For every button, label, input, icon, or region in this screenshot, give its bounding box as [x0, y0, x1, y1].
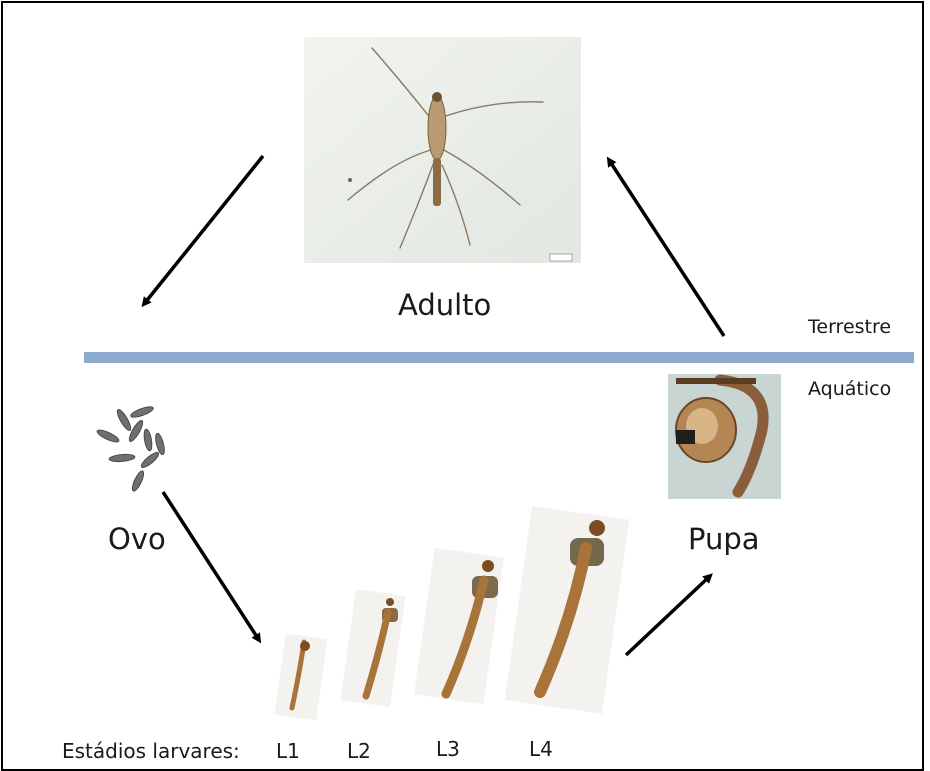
adult-mosquito-photo	[304, 37, 581, 263]
larval-stage-l2-label: L2	[347, 739, 371, 763]
larval-stages-caption: Estádios larvares:	[62, 739, 240, 763]
zone-label-water: Aquático	[808, 378, 891, 400]
larva-l3-photo	[414, 548, 504, 704]
water-surface-line	[84, 352, 914, 363]
larva-l2-photo	[340, 589, 405, 707]
stage-label-egg: Ovo	[108, 522, 166, 556]
larva-l4-photo	[505, 506, 629, 714]
zone-label-land: Terrestre	[808, 316, 891, 338]
larval-stage-l4-label: L4	[529, 737, 553, 761]
stage-label-adult: Adulto	[398, 288, 491, 322]
larval-stage-l3-label: L3	[436, 737, 460, 761]
pupa-photo	[668, 374, 781, 499]
larva-l1-photo	[274, 633, 327, 720]
egg-cluster-image	[96, 405, 167, 493]
arrow-adult-to-egg	[144, 156, 263, 304]
larval-stage-l1-label: L1	[276, 739, 300, 763]
arrow-pupa-to-adult	[609, 160, 724, 336]
arrow-larva-to-pupa	[626, 576, 710, 655]
arrow-egg-to-larva	[163, 492, 259, 640]
stage-label-pupa: Pupa	[688, 522, 760, 556]
